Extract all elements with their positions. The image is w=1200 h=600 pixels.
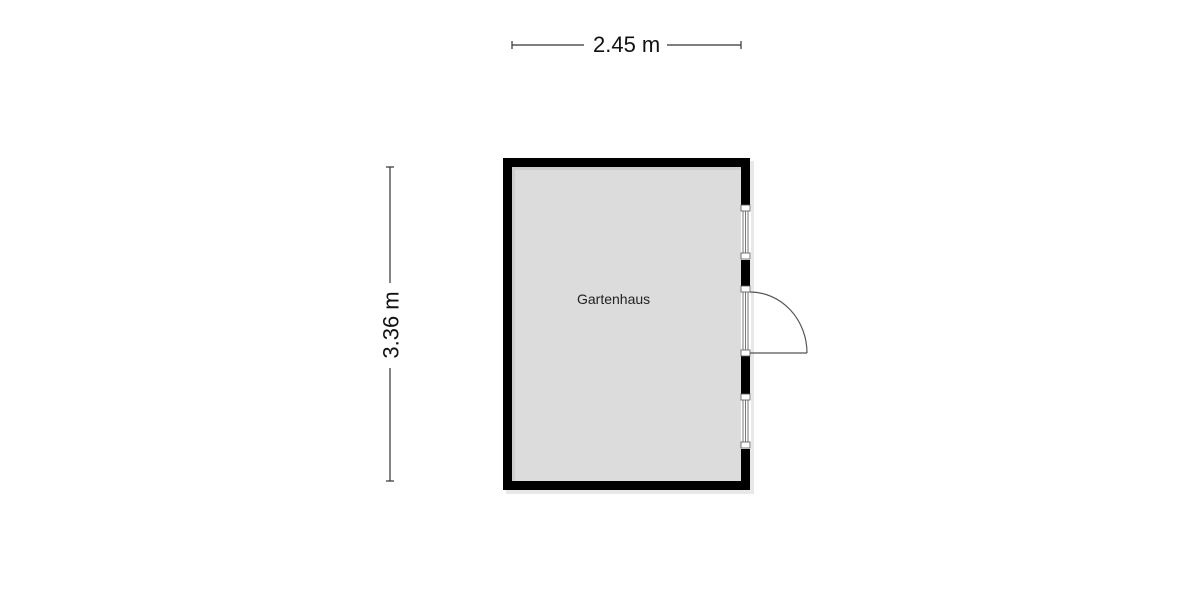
room-floor xyxy=(512,167,741,481)
window-lower xyxy=(740,393,751,449)
door-swing-arc xyxy=(749,291,808,354)
width-dimension-label: 2.45 m xyxy=(593,32,661,57)
height-dimension-label: 3.36 m xyxy=(378,291,404,359)
room-label: Gartenhaus xyxy=(577,291,651,307)
window-upper xyxy=(740,204,751,260)
door xyxy=(740,285,808,357)
width-dimension-line xyxy=(511,41,742,49)
height-dimension-line xyxy=(386,166,394,482)
